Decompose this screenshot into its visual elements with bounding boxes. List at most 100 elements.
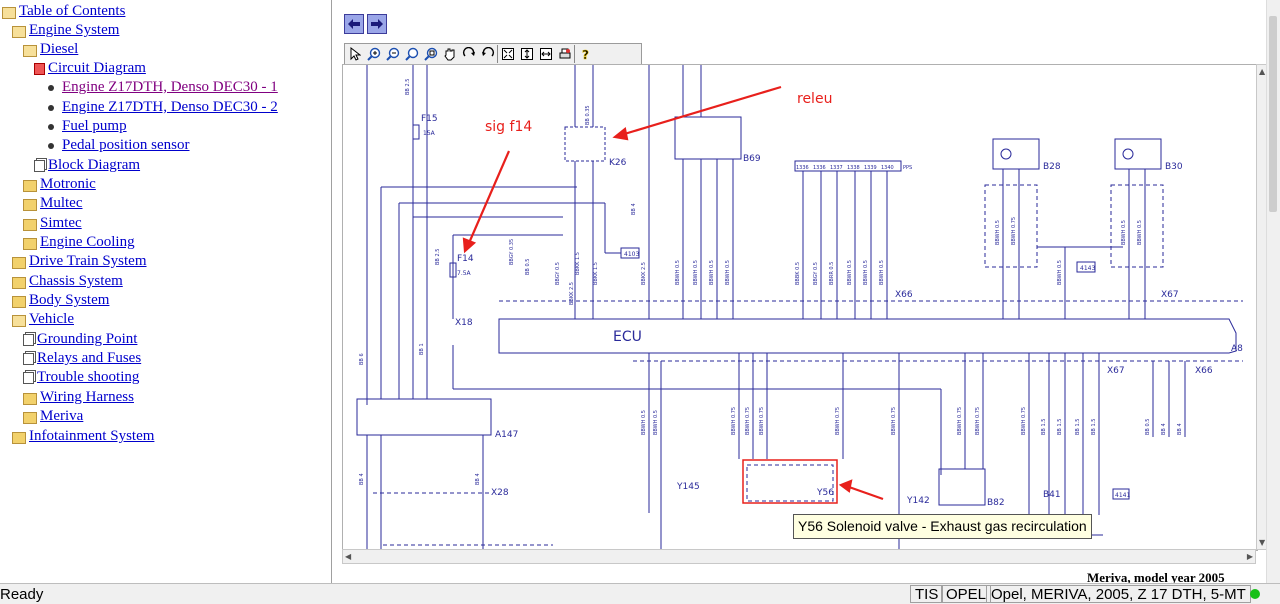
- toc-link[interactable]: Diesel: [40, 41, 79, 57]
- ref-4141: 4141: [1115, 492, 1130, 499]
- toc-link[interactable]: Wiring Harness: [40, 389, 134, 405]
- toc-item-motronic[interactable]: Motronic: [23, 175, 96, 194]
- label-y56: Y56: [816, 488, 834, 498]
- toc-item-drive-train-system[interactable]: Drive Train System: [12, 252, 147, 271]
- toc-item-grounding-point[interactable]: Grounding Point: [23, 330, 137, 349]
- toc-item-multec[interactable]: Multec: [23, 194, 83, 213]
- toc-link[interactable]: Simtec: [40, 215, 82, 231]
- label-y142: Y142: [906, 496, 930, 506]
- status-pane-tis: TIS: [910, 585, 944, 603]
- zoom-extents-icon[interactable]: [421, 45, 440, 63]
- toc-link[interactable]: Engine Z17DTH, Denso DEC30 - 2: [62, 99, 278, 115]
- toc-link[interactable]: Fuel pump: [62, 118, 127, 134]
- circuit-diagram[interactable]: F15 15A F14 7.5A K26 B69 X18 A147 X28 Y1…: [343, 65, 1257, 550]
- wire-label: BBWH 0.5: [675, 260, 681, 285]
- toc-item-block-diagram[interactable]: Block Diagram: [34, 156, 140, 175]
- toc-link[interactable]: Grounding Point: [37, 331, 138, 347]
- toc-link[interactable]: Vehicle: [29, 311, 74, 327]
- fit-height-icon[interactable]: [517, 45, 536, 63]
- toc-link[interactable]: Engine Z17DTH, Denso DEC30 - 1: [62, 79, 278, 95]
- fit-width-icon[interactable]: [536, 45, 555, 63]
- folder-open-icon: [12, 25, 26, 38]
- label-a8: A8: [1231, 344, 1243, 354]
- module-a147: [356, 398, 492, 436]
- toc-item-wiring-harness[interactable]: Wiring Harness: [23, 388, 134, 407]
- zoom-out-icon[interactable]: [383, 45, 402, 63]
- page-scroll-thumb[interactable]: [1269, 16, 1277, 212]
- toc-link[interactable]: Engine Cooling: [40, 234, 135, 250]
- sensor-b28: [992, 138, 1040, 170]
- toc-item-engine-cooling[interactable]: Engine Cooling: [23, 233, 135, 252]
- forward-button[interactable]: [367, 14, 387, 34]
- toc-item-trouble-shooting[interactable]: Trouble shooting: [23, 368, 139, 387]
- bullet-icon: [48, 104, 54, 111]
- pointer-icon[interactable]: [345, 45, 364, 63]
- toc-link[interactable]: Relays and Fuses: [37, 350, 142, 366]
- toc-link[interactable]: Block Diagram: [48, 157, 141, 173]
- toc-item-table-of-contents[interactable]: Table of Contents: [2, 2, 125, 21]
- toc-item-diesel[interactable]: Diesel: [23, 40, 78, 59]
- solenoid-y56-box: [746, 464, 834, 502]
- status-pane-opel: OPEL: [941, 585, 992, 603]
- scroll-up-icon[interactable]: ▲: [1259, 67, 1266, 76]
- toc-item-engine-system[interactable]: Engine System: [12, 21, 119, 40]
- label-k26: K26: [609, 158, 627, 168]
- toc-link[interactable]: Engine System: [29, 22, 120, 38]
- toc-link[interactable]: Meriva: [40, 408, 84, 424]
- back-button[interactable]: [344, 14, 364, 34]
- folder-open-icon: [2, 6, 16, 19]
- wire-label: BB 0.5: [1145, 419, 1151, 435]
- toc-item-simtec[interactable]: Simtec: [23, 214, 82, 233]
- toc-item-pedal-position-sensor[interactable]: Pedal position sensor: [44, 136, 190, 155]
- toc-link[interactable]: Multec: [40, 195, 83, 211]
- toc-link[interactable]: Table of Contents: [19, 3, 126, 19]
- scroll-down-icon[interactable]: ▼: [1259, 538, 1266, 547]
- toc-item-chassis-system[interactable]: Chassis System: [12, 272, 123, 291]
- page-vertical-scrollbar[interactable]: [1266, 0, 1280, 583]
- toc-link[interactable]: Circuit Diagram: [48, 60, 146, 76]
- toc-link[interactable]: Trouble shooting: [37, 369, 140, 385]
- toc-item-engine-z17dth-1[interactable]: Engine Z17DTH, Denso DEC30 - 1: [44, 78, 278, 97]
- toc-link[interactable]: Body System: [29, 292, 110, 308]
- pan-hand-icon[interactable]: [440, 45, 459, 63]
- label-x67: X67: [1161, 290, 1179, 300]
- toc-link[interactable]: Drive Train System: [29, 253, 147, 269]
- help-icon[interactable]: ?: [574, 45, 594, 63]
- label-f14-rating: 7.5A: [457, 270, 472, 277]
- arrow-sig-f14: [467, 150, 511, 244]
- rotate-right-icon[interactable]: [459, 45, 478, 63]
- scroll-right-icon[interactable]: ▶: [1246, 552, 1253, 561]
- diagram-footer-title: Meriva, model year 2005: [1087, 570, 1225, 585]
- document-stack-icon: [23, 352, 34, 365]
- diagram-viewer: ?: [332, 0, 1280, 585]
- fit-all-icon[interactable]: [497, 45, 517, 63]
- scroll-left-icon[interactable]: ◀: [345, 552, 352, 561]
- print-icon[interactable]: [555, 45, 574, 63]
- zoom-in-icon[interactable]: [364, 45, 383, 63]
- wire-label: BBBK 0.5: [795, 262, 801, 285]
- toc-item-body-system[interactable]: Body System: [12, 291, 109, 310]
- folder-icon: [23, 411, 37, 424]
- ref-4143: 4143: [1080, 265, 1095, 272]
- toc-link[interactable]: Pedal position sensor: [62, 137, 190, 153]
- toc-item-engine-z17dth-2[interactable]: Engine Z17DTH, Denso DEC30 - 2: [44, 98, 278, 117]
- label-y145: Y145: [676, 482, 700, 492]
- toc-item-circuit-diagram[interactable]: Circuit Diagram: [34, 59, 146, 78]
- toc-link[interactable]: Motronic: [40, 176, 96, 192]
- toc-item-infotainment-system[interactable]: Infotainment System: [12, 427, 154, 446]
- zoom-window-icon[interactable]: [402, 45, 421, 63]
- wire-label: BBKK 2.5: [569, 282, 575, 305]
- folder-icon: [23, 237, 37, 250]
- bullet-icon: [48, 84, 54, 91]
- toc-item-fuel-pump[interactable]: Fuel pump: [44, 117, 127, 136]
- toc-item-meriva[interactable]: Meriva: [23, 407, 83, 426]
- circuit-diagram-canvas[interactable]: F15 15A F14 7.5A K26 B69 X18 A147 X28 Y1…: [342, 64, 1258, 551]
- toc-item-vehicle[interactable]: Vehicle: [12, 310, 74, 329]
- rotate-left-icon[interactable]: [478, 45, 497, 63]
- wire-label: BBWH 0.75: [1021, 407, 1027, 435]
- toc-link[interactable]: Chassis System: [29, 273, 123, 289]
- horizontal-scrollbar[interactable]: ◀ ▶: [342, 549, 1256, 564]
- toc-link[interactable]: Infotainment System: [29, 428, 155, 444]
- wire-label: BB 4: [631, 203, 637, 215]
- toc-item-relays-and-fuses[interactable]: Relays and Fuses: [23, 349, 141, 368]
